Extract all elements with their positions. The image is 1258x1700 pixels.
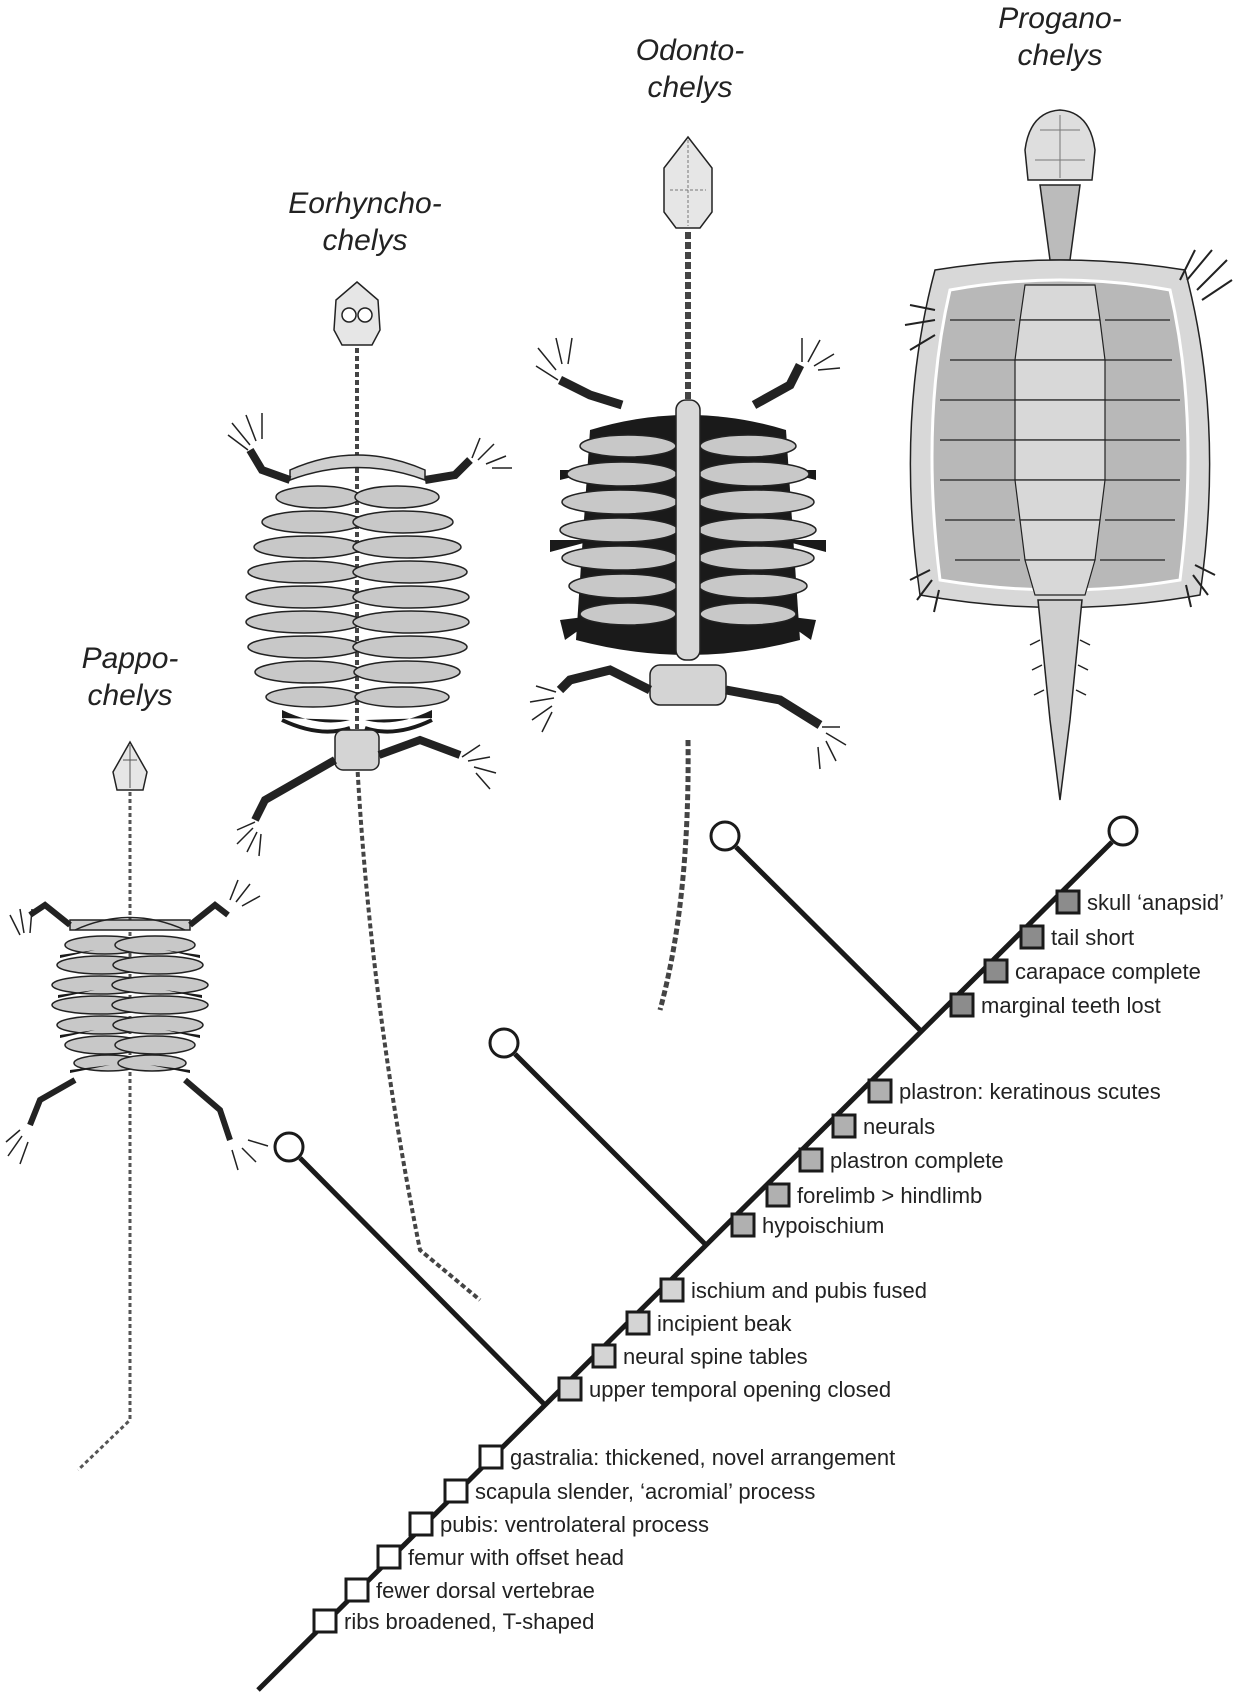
character-label-group4-0: marginal teeth lost [981, 993, 1161, 1018]
node-eorhynchochelys [490, 1029, 518, 1057]
branch-odontochelys [736, 847, 920, 1030]
character-label-group4-3: skull ‘anapsid’ [1087, 890, 1224, 915]
character-label-group2-3: ischium and pubis fused [691, 1278, 927, 1303]
character-marker-group4-1 [985, 960, 1007, 982]
character-marker-group2-3 [661, 1279, 683, 1301]
node-odontochelys [711, 822, 739, 850]
taxon-label-proganochelys-1: Progano- [998, 2, 1121, 35]
eorhynchochelys-skeleton [228, 282, 512, 1300]
character-label-group3-3: neurals [863, 1114, 935, 1139]
proganochelys-tail [1038, 600, 1082, 800]
character-label-group1-1: fewer dorsal vertebrae [376, 1578, 595, 1603]
taxon-label-pappochelys-2: chelys [87, 679, 172, 712]
character-label-group4-2: tail short [1051, 925, 1134, 950]
character-labels: ribs broadened, T-shaped fewer dorsal ver… [344, 890, 1224, 1634]
character-label-group3-1: forelimb > hindlimb [797, 1183, 982, 1208]
character-label-group1-5: gastralia: thickened, novel arrangement [510, 1445, 895, 1470]
character-label-group3-2: plastron complete [830, 1148, 1004, 1173]
character-marker-group2-0 [559, 1378, 581, 1400]
character-marker-group4-0 [951, 994, 973, 1016]
character-label-group3-4: plastron: keratinous scutes [899, 1079, 1161, 1104]
character-marker-group2-1 [593, 1345, 615, 1367]
character-marker-group4-2 [1021, 926, 1043, 948]
character-marker-group3-4 [869, 1080, 891, 1102]
character-label-group3-0: hypoischium [762, 1213, 884, 1238]
character-label-group1-3: pubis: ventrolateral process [440, 1512, 709, 1537]
taxon-label-proganochelys-2: chelys [1017, 39, 1102, 72]
character-marker-group1-2 [378, 1546, 400, 1568]
taxon-label-odontochelys-2: chelys [647, 71, 732, 104]
taxon-label-eorhynchochelys-2: chelys [322, 224, 407, 257]
character-marker-group1-5 [480, 1446, 502, 1468]
character-label-group1-4: scapula slender, ‘acromial’ process [475, 1479, 815, 1504]
character-marker-group3-0 [732, 1214, 754, 1236]
character-label-group1-0: ribs broadened, T-shaped [344, 1609, 594, 1634]
taxon-label-odontochelys-1: Odonto- [636, 34, 744, 67]
character-marker-group4-3 [1057, 891, 1079, 913]
branch-eorhynchochelys [515, 1054, 705, 1244]
character-marker-group1-1 [346, 1579, 368, 1601]
terminal-nodes [275, 817, 1137, 1161]
proganochelys-vertebral-scutes [1015, 285, 1105, 595]
character-label-group4-1: carapace complete [1015, 959, 1201, 984]
taxon-label-eorhynchochelys-1: Eorhyncho- [288, 187, 441, 220]
proganochelys-skeleton [905, 110, 1232, 800]
character-label-group1-2: femur with offset head [408, 1545, 624, 1570]
character-marker-group1-0 [314, 1610, 336, 1632]
odontochelys-skeleton [530, 137, 846, 1010]
pappochelys-vertebral-column [78, 792, 130, 1470]
node-pappochelys [275, 1133, 303, 1161]
character-marker-group1-3 [410, 1513, 432, 1535]
eorhynchochelys-ribs [246, 486, 469, 707]
character-marker-group3-1 [767, 1184, 789, 1206]
taxon-label-pappochelys-1: Pappo- [82, 642, 179, 675]
node-proganochelys [1109, 817, 1137, 845]
eorhynchochelys-skull [334, 282, 380, 345]
character-label-group2-1: neural spine tables [623, 1344, 808, 1369]
character-marker-group1-4 [445, 1480, 467, 1502]
branch-pappochelys [300, 1158, 545, 1405]
character-marker-group3-3 [833, 1115, 855, 1137]
character-marker-group2-2 [627, 1312, 649, 1334]
pappochelys-skeleton [6, 742, 268, 1470]
character-label-group2-0: upper temporal opening closed [589, 1377, 891, 1402]
character-marker-group3-2 [800, 1149, 822, 1171]
character-label-group2-2: incipient beak [657, 1311, 793, 1336]
odontochelys-tail [660, 740, 688, 1010]
